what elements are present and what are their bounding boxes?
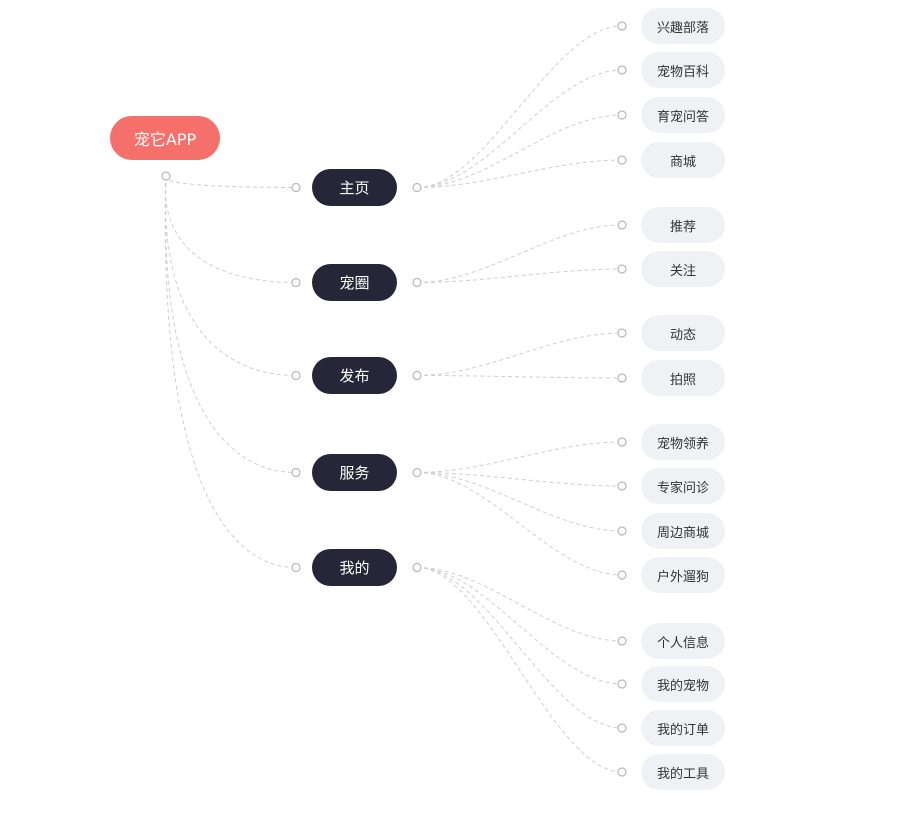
connector-dot xyxy=(291,277,301,288)
leaf-node[interactable]: 宠物领养 xyxy=(641,424,725,460)
connector-line xyxy=(164,175,297,376)
leaf-node[interactable]: 动态 xyxy=(641,315,725,351)
connector-dot xyxy=(617,570,627,580)
connector-dot xyxy=(412,277,422,288)
connector-line xyxy=(416,472,623,532)
connector-dot xyxy=(617,155,627,165)
connector-line xyxy=(164,175,297,473)
connector-line xyxy=(416,441,623,473)
connector-dot xyxy=(617,723,627,733)
leaf-node[interactable]: 商城 xyxy=(641,142,725,178)
connector-dot xyxy=(617,21,627,31)
connector-dot xyxy=(161,171,171,181)
connector-line xyxy=(416,472,623,487)
connector-line xyxy=(416,332,623,376)
connector-line xyxy=(416,567,623,642)
category-node-service[interactable]: 服务 xyxy=(312,454,397,491)
connector-dot xyxy=(617,437,627,447)
leaf-node[interactable]: 我的订单 xyxy=(641,710,725,746)
connector-line xyxy=(416,472,623,576)
connector-dot xyxy=(412,562,422,573)
connector-line xyxy=(164,175,297,283)
root-node[interactable]: 宠它APP xyxy=(110,116,220,160)
connector-line xyxy=(416,268,623,283)
connector-dot xyxy=(291,467,301,478)
connector-dot xyxy=(617,767,627,777)
leaf-node[interactable]: 兴趣部落 xyxy=(641,8,725,44)
connector-dot xyxy=(291,562,301,573)
connector-line xyxy=(416,25,623,188)
connector-line xyxy=(164,175,297,188)
leaf-node[interactable]: 个人信息 xyxy=(641,623,725,659)
connector-dot xyxy=(412,370,422,381)
connector-dot xyxy=(617,65,627,75)
leaf-node[interactable]: 我的宠物 xyxy=(641,666,725,702)
leaf-node[interactable]: 关注 xyxy=(641,251,725,287)
leaf-node[interactable]: 宠物百科 xyxy=(641,52,725,88)
connector-line xyxy=(416,375,623,379)
connector-line xyxy=(416,224,623,283)
connector-dot xyxy=(617,636,627,646)
connector-dot xyxy=(617,373,627,383)
category-node-circle[interactable]: 宠圈 xyxy=(312,264,397,301)
category-node-mine[interactable]: 我的 xyxy=(312,549,397,586)
leaf-node[interactable]: 户外遛狗 xyxy=(641,557,725,593)
connector-line xyxy=(164,175,297,568)
connector-dot xyxy=(617,481,627,491)
connector-line xyxy=(416,567,623,729)
connector-dot xyxy=(617,328,627,338)
connector-dot xyxy=(291,182,301,193)
connector-dot xyxy=(412,467,422,478)
connector-dot xyxy=(617,220,627,230)
connector-line xyxy=(416,567,623,773)
leaf-node[interactable]: 专家问诊 xyxy=(641,468,725,504)
leaf-node[interactable]: 我的工具 xyxy=(641,754,725,790)
connector-dot xyxy=(617,526,627,536)
leaf-node[interactable]: 拍照 xyxy=(641,360,725,396)
category-node-home[interactable]: 主页 xyxy=(312,169,397,206)
connector-dot xyxy=(291,370,301,381)
leaf-node[interactable]: 育宠问答 xyxy=(641,97,725,133)
connector-dot xyxy=(617,264,627,274)
connector-line xyxy=(416,567,623,685)
connector-dot xyxy=(412,182,422,193)
leaf-node[interactable]: 周边商城 xyxy=(641,513,725,549)
connector-dot xyxy=(617,679,627,689)
connector-line xyxy=(416,114,623,188)
leaf-node[interactable]: 推荐 xyxy=(641,207,725,243)
category-node-publish[interactable]: 发布 xyxy=(312,357,397,394)
connector-line xyxy=(416,69,623,188)
connector-dot xyxy=(617,110,627,120)
